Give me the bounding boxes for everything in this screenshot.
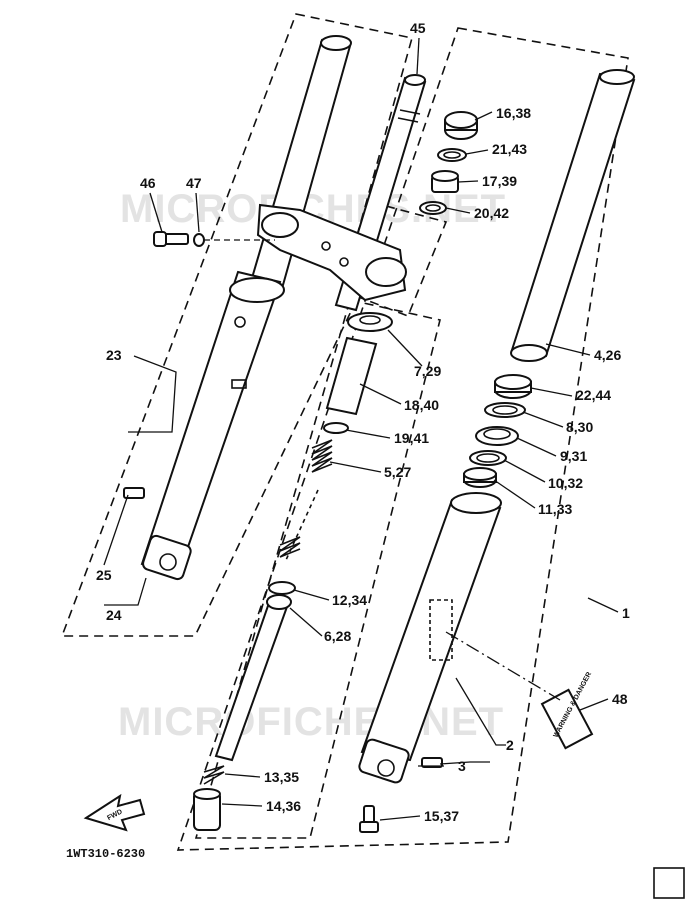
callout-15-37: 15,37 — [424, 808, 459, 824]
ring-12 — [268, 581, 296, 595]
callout-17-39: 17,39 — [482, 173, 517, 189]
callout-19-41: 19,41 — [394, 430, 429, 446]
washer-21 — [437, 148, 467, 162]
bushing-22 — [494, 374, 532, 399]
right-fork-inner-tube-4 — [510, 69, 636, 362]
piece-14 — [193, 788, 221, 831]
callout-3: 3 — [458, 758, 466, 774]
bolt-3 — [421, 757, 443, 768]
ring-nut-17 — [431, 170, 459, 193]
callout-24: 24 — [106, 607, 122, 623]
callout-9-31: 9,31 — [560, 448, 587, 464]
drawing-code: 1WT310-6230 — [66, 847, 145, 861]
clip-10 — [469, 450, 507, 466]
bolt-15 — [359, 805, 379, 833]
bolt-46 — [153, 231, 189, 247]
callout-6-28: 6,28 — [324, 628, 351, 644]
seal-7 — [347, 312, 393, 332]
center-components-outline — [194, 299, 441, 839]
callout-46: 46 — [140, 175, 156, 191]
callout-10-32: 10,32 — [548, 475, 583, 491]
collar-18 — [325, 336, 378, 416]
right-assembly-outline — [176, 27, 629, 851]
callout-23: 23 — [106, 347, 122, 363]
washer-8 — [484, 402, 526, 418]
callout-12-34: 12,34 — [332, 592, 367, 608]
bolt-25 — [123, 487, 145, 499]
callout-22-44: 22,44 — [576, 387, 611, 403]
callout-48: 48 — [612, 691, 628, 707]
watermark-bottom: MICROFICHES.NET — [118, 700, 504, 744]
corner-mark — [653, 867, 685, 899]
dust-seal-11 — [463, 467, 497, 488]
callout-47: 47 — [186, 175, 202, 191]
cap-nut-16 — [444, 111, 478, 140]
washer-47 — [193, 233, 205, 247]
callout-5-27: 5,27 — [384, 464, 411, 480]
callout-18-40: 18,40 — [404, 397, 439, 413]
washer-19 — [323, 422, 349, 434]
callout-13-35: 13,35 — [264, 769, 299, 785]
callout-16-38: 16,38 — [496, 105, 531, 121]
damper-rod-6 — [214, 594, 292, 762]
callout-45: 45 — [410, 20, 426, 36]
washer-20 — [419, 201, 447, 215]
callout-21-43: 21,43 — [492, 141, 527, 157]
callout-11-33: 11,33 — [538, 501, 572, 517]
callout-14-36: 14,36 — [266, 798, 301, 814]
callout-4-26: 4,26 — [594, 347, 621, 363]
left-fork-outer-tube — [140, 270, 285, 581]
callout-7-29: 7,29 — [414, 363, 441, 379]
callout-25: 25 — [96, 567, 112, 583]
under-bracket — [256, 203, 407, 302]
right-fork-outer-tube-2 — [358, 492, 502, 784]
callout-20-42: 20,42 — [474, 205, 509, 221]
callout-2: 2 — [506, 737, 514, 753]
fwd-arrow-icon: FWD — [83, 793, 146, 832]
oil-seal-9 — [475, 426, 519, 446]
callout-1: 1 — [622, 605, 630, 621]
stem-assembly-outline — [355, 205, 448, 318]
warning-label-48: WARNING & DANGER — [540, 671, 594, 750]
spring-5 — [279, 439, 333, 561]
callout-8-30: 8,30 — [566, 419, 593, 435]
spring-13 — [203, 765, 225, 785]
